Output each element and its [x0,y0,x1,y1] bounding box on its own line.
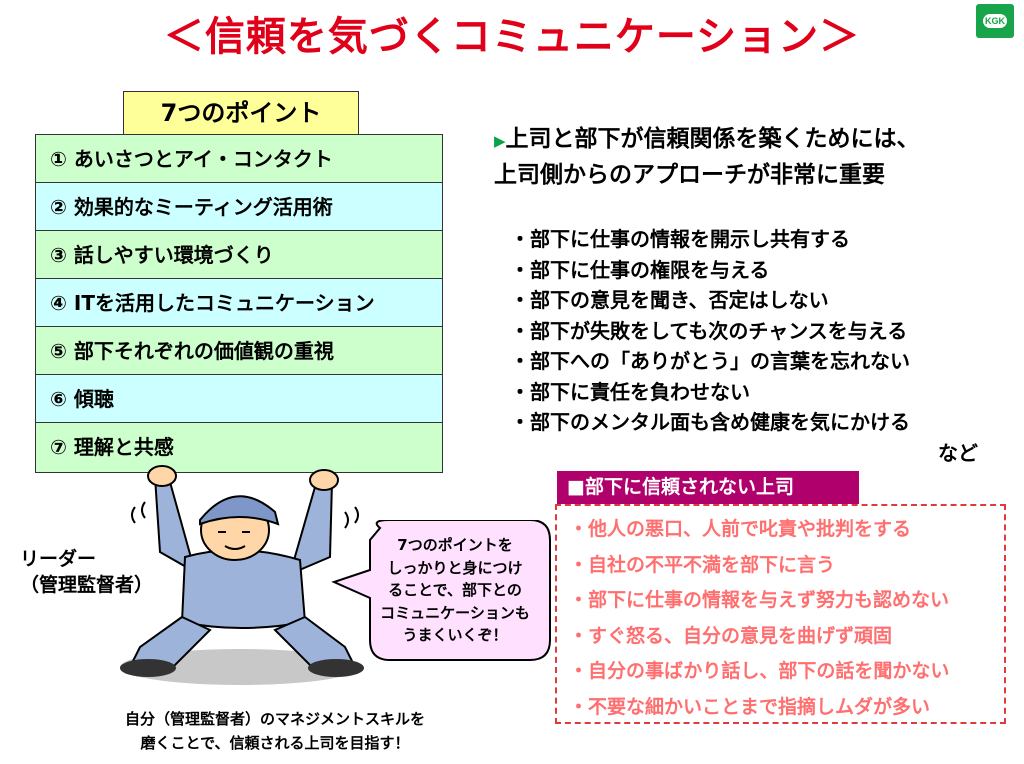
point-item: ⑦ 理解と共感 [36,423,442,472]
tip-item: ・部下に責任を負わせない [510,379,750,404]
untrusted-boss-header: ■部下に信頼されない上司 [557,471,859,504]
leader-label: リーダー （管理監督者） [20,546,153,598]
triangle-bullet-icon: ▶ [494,132,506,150]
points-list: ① あいさつとアイ・コンタクト ② 効果的なミーティング活用術 ③ 話しやすい環… [35,134,443,473]
tip-item: ・部下に仕事の権限を与える [510,257,770,282]
point-item: ③ 話しやすい環境づくり [36,231,442,279]
leader-label-line-2: （管理監督者） [20,574,154,596]
page-title: ＜信頼を気づくコミュニケーション＞ [163,14,861,60]
speech-bubble-text: 7つのポイントを しっかりと身につけ ることで、部下との コミュニケーションも … [360,534,550,647]
bubble-line: しっかりと身につけ [387,558,523,577]
bottom-caption: 自分（管理監督者）のマネジメントスキルを 磨くことで、信頼される上司を目指す！ [70,707,480,755]
bubble-line: ることで、部下との [388,581,522,599]
speech-bubble [331,520,551,661]
point-item: ① あいさつとアイ・コンタクト [36,135,442,183]
tip-item: ・部下のメンタル面も含め健康を気にかける [510,410,910,434]
tips-etc: など [938,440,978,465]
leader-illustration [120,465,364,685]
lead-line-2: 上司側からのアプローチが非常に重要 [494,162,885,188]
bubble-line: 7つのポイントを [397,536,513,554]
untrusted-item: ・自社の不平不満を部下に言う [569,553,836,576]
untrusted-item: ・自分の事ばかり話し、部下の話を聞かない [569,660,950,682]
untrusted-item: ・すぐ怒る、自分の意見を曲げず頑固 [569,624,893,647]
points-header: 7つのポイント [123,91,359,135]
logo-text: KGK [983,14,1007,28]
tips-list: ・部下に仕事の情報を開示し共有する ・部下に仕事の権限を与える ・部下の意見を聞… [510,224,1000,468]
tip-item: ・部下への「ありがとう」の言葉を忘れない [510,349,910,373]
lead-line-1: 上司と部下が信頼関係を築くためには、 [505,126,920,152]
bubble-line: うまくいくぞ！ [402,626,508,644]
point-item: ② 効果的なミーティング活用術 [36,183,442,231]
tip-item: ・部下の意見を聞き、否定はしない [510,288,829,312]
kgk-logo: KGK [976,4,1014,38]
untrusted-item: ・不要な細かいことまで指摘しムダが多い [569,695,931,718]
point-item: ⑤ 部下それぞれの価値観の重視 [36,327,442,375]
tip-item: ・部下に仕事の情報を開示し共有する [510,227,850,251]
untrusted-boss-list: ・他人の悪口、人前で叱責や批判をする ・自社の不平不満を部下に言う ・部下に仕事… [555,504,1006,724]
point-item: ⑥ 傾聴 [36,375,442,423]
point-item: ④ ITを活用したコミュニケーション [36,279,442,327]
leader-label-line-1: リーダー [20,548,97,570]
bubble-line: コミュニケーションも [380,603,530,622]
caption-line-1: 自分（管理監督者）のマネジメントスキルを [124,710,425,728]
lead-statement: ▶上司と部下が信頼関係を築くためには、 上司側からのアプローチが非常に重要 [494,122,1004,192]
caption-line-2: 磨くことで、信頼される上司を目指す！ [140,734,410,752]
untrusted-item: ・他人の悪口、人前で叱責や批判をする [569,518,912,540]
untrusted-item: ・部下に仕事の情報を与えず努力も認めない [569,589,950,611]
tip-item: ・部下が失敗をしても次のチャンスを与える [510,318,908,343]
